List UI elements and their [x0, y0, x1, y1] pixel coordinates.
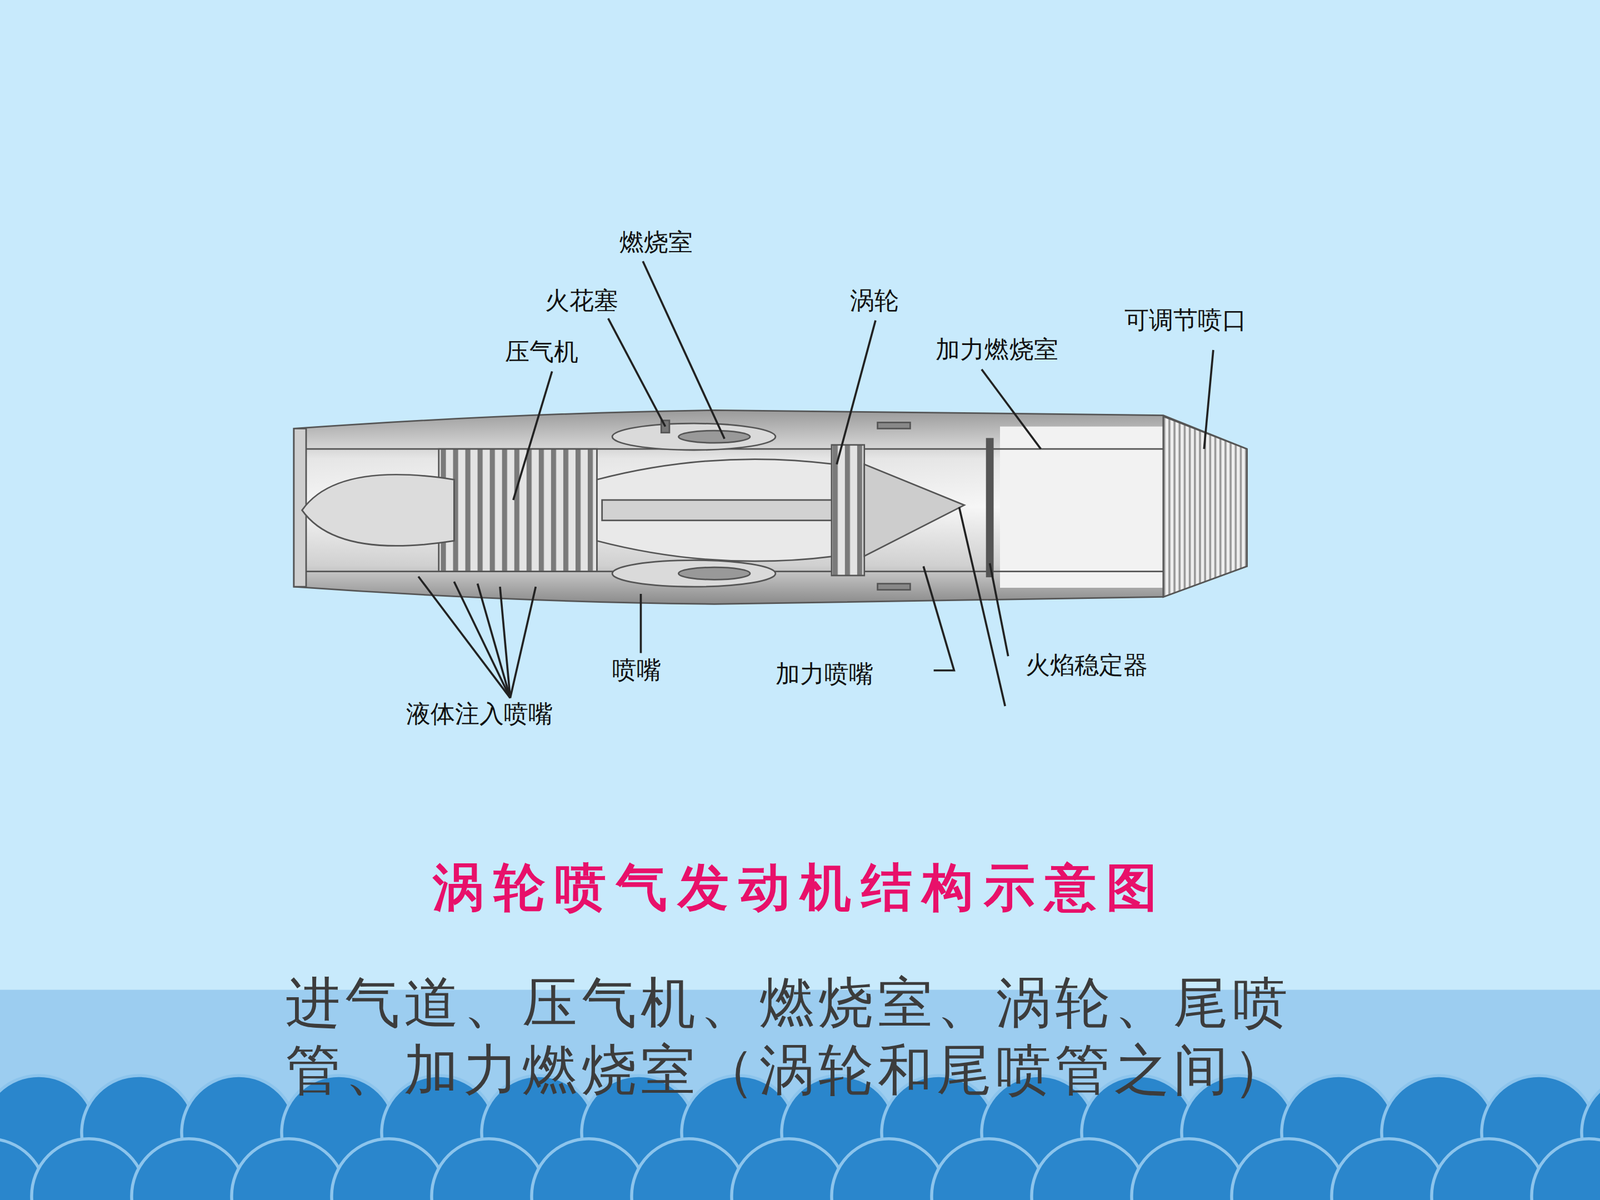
engine-part	[302, 474, 455, 546]
part-label: 加力喷嘴	[775, 661, 874, 688]
part-label: 燃烧室	[619, 229, 693, 257]
wave-circle	[1031, 1138, 1147, 1200]
engine-part	[477, 583, 511, 699]
engine-part	[864, 464, 965, 557]
diagram-title: 涡轮喷气发动机结构示意图	[0, 857, 1600, 919]
part-label: 涡轮	[850, 287, 899, 315]
wave-circle	[1331, 1138, 1447, 1200]
engine-part	[831, 445, 865, 576]
caption-text: 进气道、压气机、燃烧室、涡轮、尾喷管、加力燃烧室（涡轮和尾喷管之间）	[285, 969, 1368, 1104]
wave-circle	[731, 1138, 847, 1200]
engine-part	[877, 422, 911, 429]
wave-circle	[1231, 1138, 1347, 1200]
engine-part	[612, 423, 776, 450]
engine-part	[640, 593, 643, 654]
engine-part	[438, 448, 598, 572]
engine-part	[418, 576, 510, 699]
engine-part	[513, 371, 553, 500]
wave-circle	[131, 1138, 247, 1200]
engine-part	[642, 261, 725, 439]
engine-part	[510, 586, 536, 698]
engine-part	[981, 369, 1042, 449]
engine-part	[596, 459, 835, 562]
engine-part	[678, 430, 750, 443]
part-label: 火花塞	[545, 287, 619, 315]
engine-part	[293, 410, 1248, 604]
engine-part	[602, 500, 835, 521]
engine-part	[959, 507, 1006, 707]
engine-part	[923, 566, 954, 670]
engine-part	[678, 567, 750, 580]
wave-circle	[1131, 1138, 1247, 1200]
wave-circle	[331, 1138, 447, 1200]
engine-part	[986, 438, 993, 577]
engine-part	[990, 563, 1009, 657]
engine-part	[836, 320, 876, 465]
wave-circle	[1431, 1138, 1547, 1200]
engine-part	[877, 583, 911, 590]
part-label: 可调节喷口	[1124, 306, 1247, 334]
wave-circle	[431, 1138, 547, 1200]
part-label: 压气机	[505, 338, 579, 365]
part-label: 加力燃烧室	[935, 336, 1058, 364]
wave-circle	[1531, 1138, 1600, 1200]
wave-circle	[231, 1138, 347, 1200]
engine-part	[500, 586, 510, 698]
engine	[293, 410, 1248, 604]
wave-circle	[831, 1138, 947, 1200]
engine-part	[453, 581, 510, 698]
part-label: 火焰稳定器	[1025, 651, 1148, 679]
wave-circle	[31, 1138, 147, 1200]
wave-circle	[931, 1138, 1047, 1200]
leader-lines	[418, 261, 1214, 707]
engine-part	[1203, 350, 1214, 449]
part-label: 喷嘴	[612, 656, 662, 684]
part-label: 液体注入喷嘴	[406, 700, 553, 728]
engine-part	[608, 318, 666, 427]
engine-part	[1000, 426, 1164, 588]
engine-part	[612, 560, 776, 587]
wave-circle	[531, 1138, 647, 1200]
wave-circle	[631, 1138, 747, 1200]
